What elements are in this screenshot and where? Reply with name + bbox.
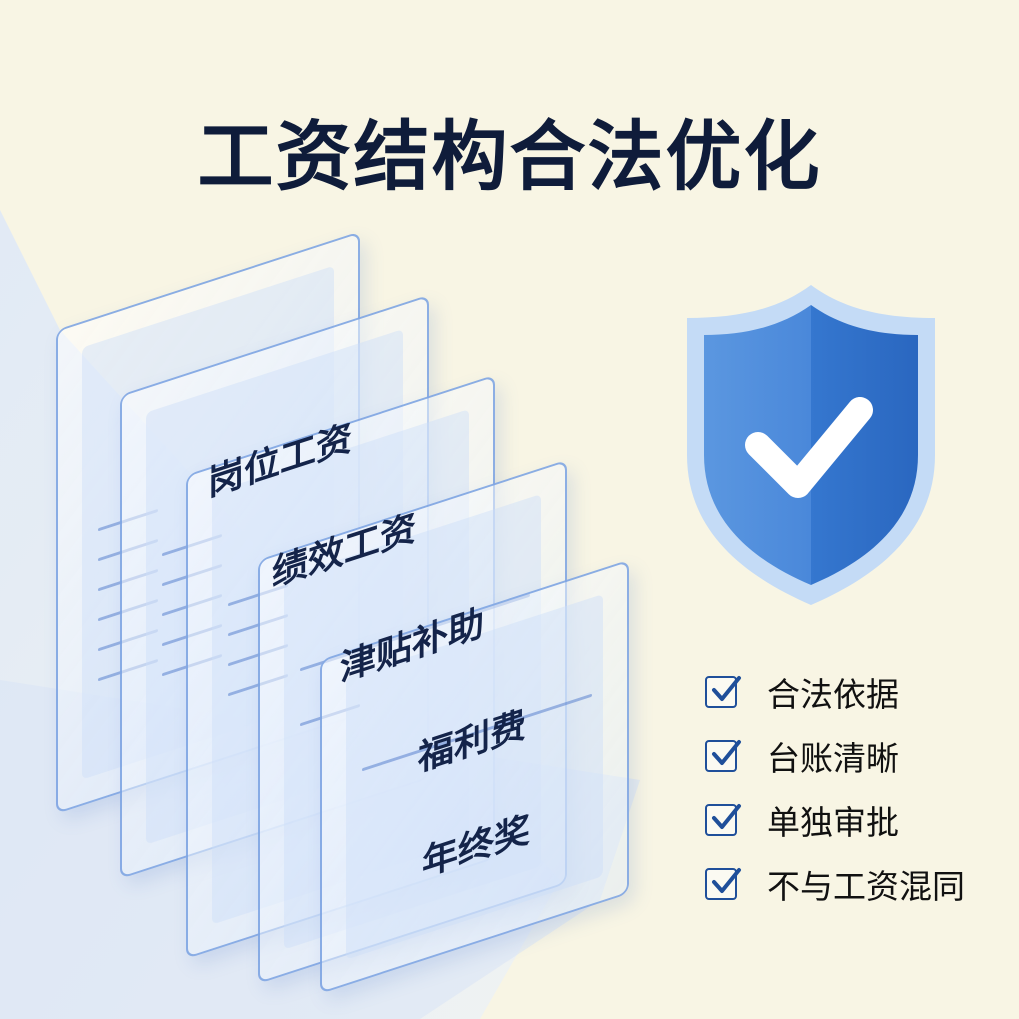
shield-check-icon bbox=[687, 285, 935, 605]
checkbox-checked-icon[interactable] bbox=[705, 804, 741, 836]
checkbox-checked-icon[interactable] bbox=[705, 676, 741, 708]
checklist-item-label: 单独审批 bbox=[767, 803, 899, 842]
checkbox-checked-icon[interactable] bbox=[705, 740, 741, 772]
checklist-item: 不与工资混同 bbox=[705, 852, 965, 916]
checkbox-checked-icon[interactable] bbox=[705, 868, 741, 900]
checklist-item-label: 合法依据 bbox=[767, 675, 899, 714]
checklist-item-label: 不与工资混同 bbox=[767, 867, 965, 906]
checklist-item: 单独审批 bbox=[705, 788, 965, 852]
checklist: 合法依据 台账清晰 单独审批 不与工资混同 bbox=[705, 660, 965, 916]
checklist-item: 合法依据 bbox=[705, 660, 965, 724]
checklist-item: 台账清晰 bbox=[705, 724, 965, 788]
page-title: 工资结构合法优化 bbox=[197, 112, 822, 201]
checklist-item-label: 台账清晰 bbox=[767, 739, 899, 778]
